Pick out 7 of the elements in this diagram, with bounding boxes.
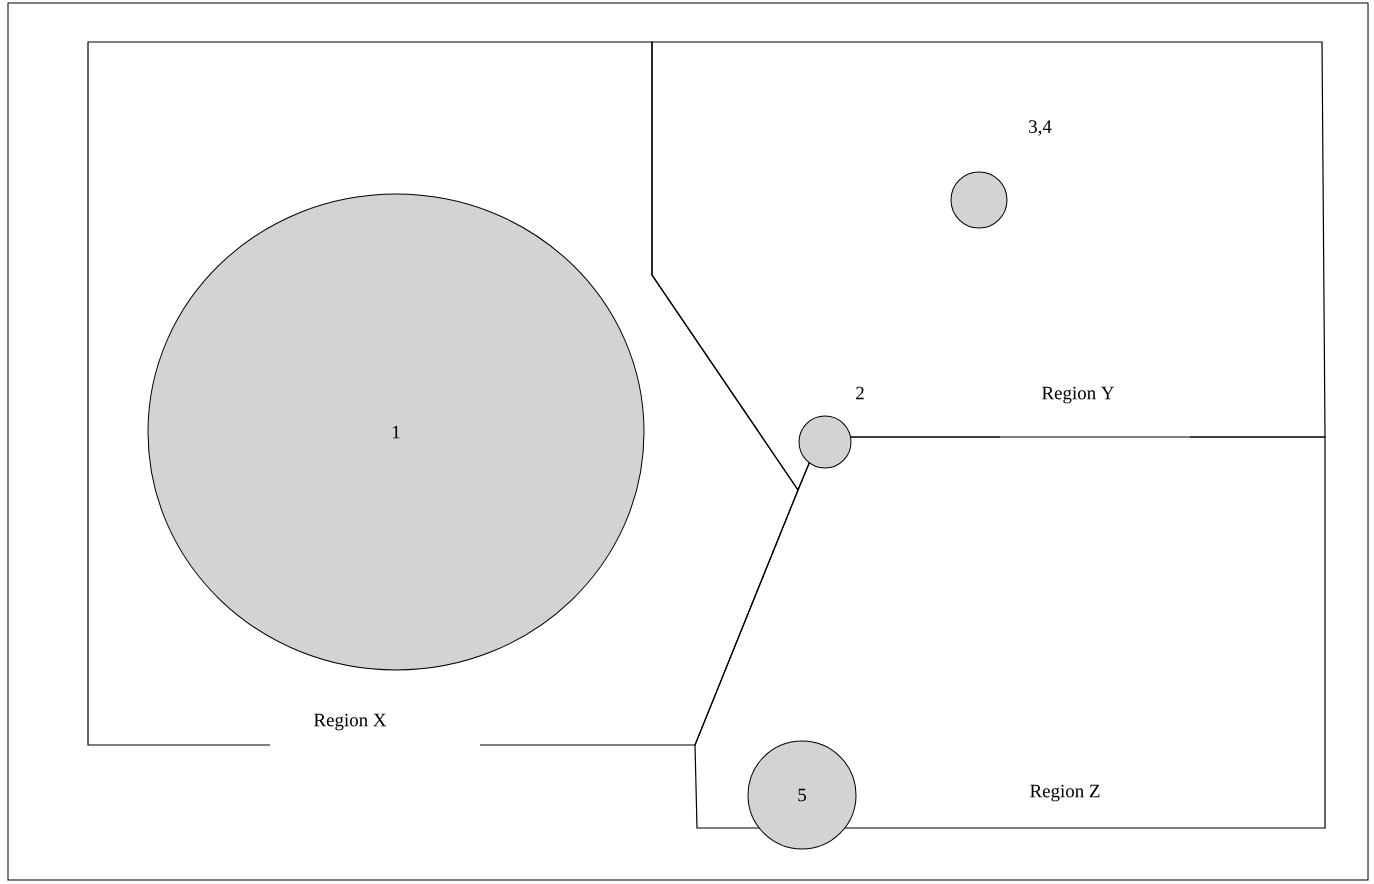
region-label: Region Z [1030, 784, 1100, 802]
region-label: Region X [314, 713, 387, 731]
region-outline [694, 436, 1326, 829]
circle-label: 2 [856, 386, 864, 400]
region-outline [651, 41, 1326, 492]
circle-label: 3,4 [1029, 120, 1052, 136]
region-label: Region Y [1042, 386, 1115, 404]
